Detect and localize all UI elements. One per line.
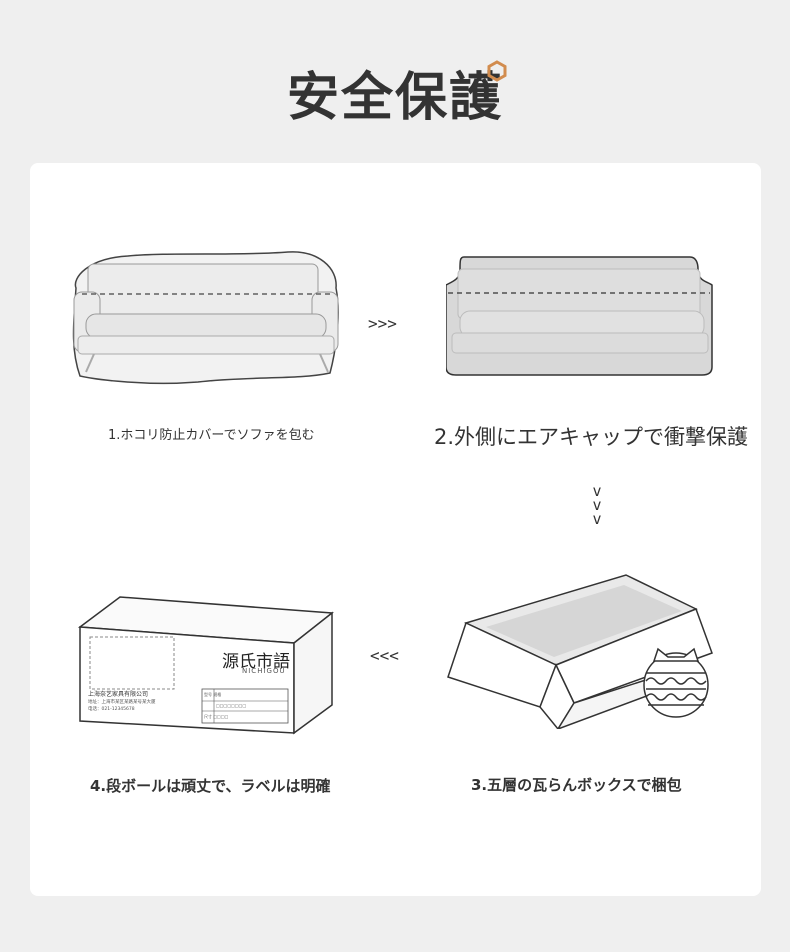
box-brand-label: 源氏市語 (222, 652, 290, 672)
box-table-row: □□□□□□□□ (216, 703, 247, 708)
box-phone: 电话：021-12345678 (88, 707, 135, 712)
sofa-dust-cover-illustration (72, 251, 339, 385)
box-company-name: 上海奈艺家具有限公司 (88, 691, 149, 698)
arrow-right: >>> (368, 314, 397, 333)
sofa-bubble-wrap-illustration (446, 256, 713, 376)
box-address: 地址：上海市某区某路某号某大厦 (88, 700, 156, 705)
hexagon-icon (487, 60, 507, 82)
step-1-caption: 1.ホコリ防止カバーでソファを包む (108, 428, 315, 443)
step-4-caption: 4.段ボールは頑丈で、ラベルは明確 (90, 777, 331, 795)
sealed-box-illustration (77, 596, 334, 735)
box-table-row: 型号 规格 (204, 692, 222, 697)
packaging-steps-card: >>> 1.ホコリ防止カバーでソファを包む 2.外側にエアキャップで衝撃保護 v… (30, 163, 761, 896)
arrow-left: <<< (370, 646, 399, 665)
step-3-caption: 3.五層の瓦らんボックスで梱包 (471, 776, 682, 794)
page-title: 安全保護 (286, 68, 503, 128)
box-brand-sub: NICHIGOU (242, 667, 286, 675)
open-box-illustration (447, 574, 713, 729)
arrow-down: v v v (592, 482, 602, 528)
step-2-caption: 2.外側にエアキャップで衝撃保護 (434, 425, 749, 449)
box-table-row: 尺寸 □□□□ (204, 714, 229, 719)
